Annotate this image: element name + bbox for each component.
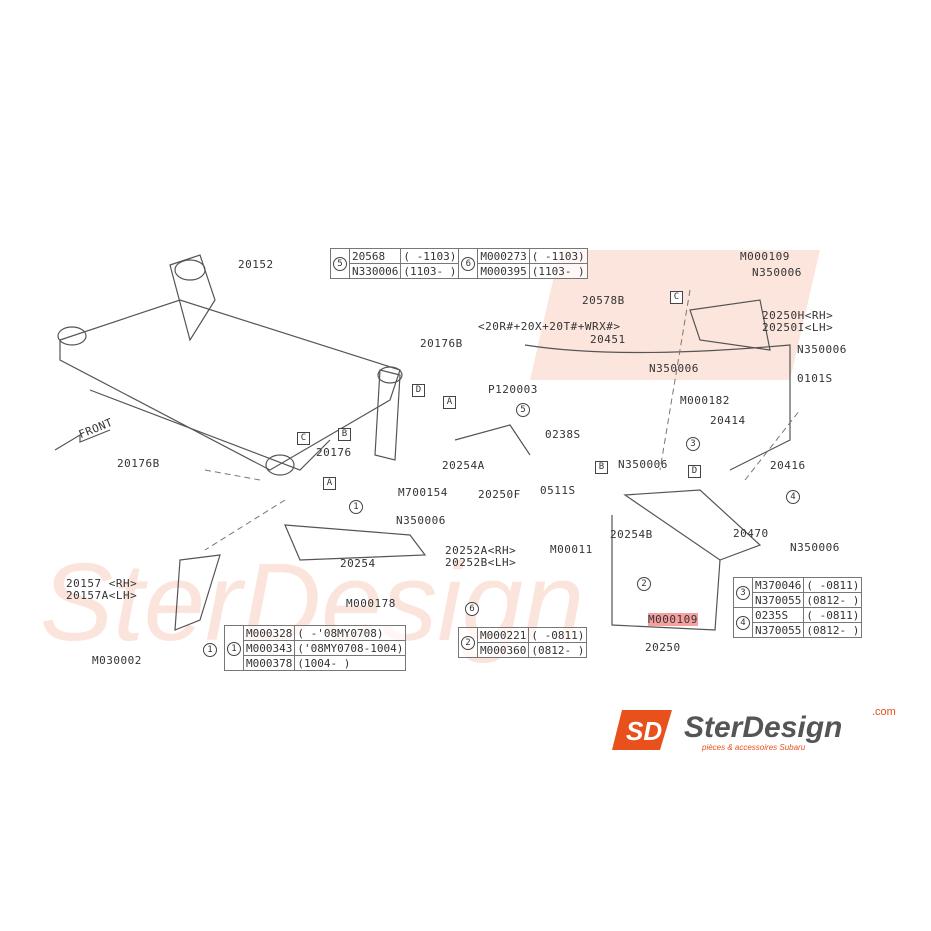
part-label: M000182 xyxy=(680,394,730,407)
table-cell: M000343 xyxy=(242,640,296,656)
table-cell: M000273 xyxy=(477,248,530,264)
callout-number-circle: 5 xyxy=(516,403,530,417)
table-cell: (0812- ) xyxy=(528,642,588,658)
table-cell: ( -0811) xyxy=(803,607,863,623)
part-label: 20176 xyxy=(316,446,352,459)
connector-letter-box: C xyxy=(670,291,683,304)
part-label: 20470 xyxy=(733,527,769,540)
part-label: 20254A xyxy=(442,459,485,472)
part-label: 20252B<LH> xyxy=(445,556,517,569)
svg-text:SterDesign: SterDesign xyxy=(684,711,842,744)
subframe-drawing xyxy=(54,254,791,631)
table-cell: N370055 xyxy=(751,592,805,608)
table-cell: M370046 xyxy=(751,577,805,593)
part-label: <20R#+20X+20T#+WRX#> xyxy=(478,320,621,333)
connector-letter-box: A xyxy=(323,477,336,490)
part-label: 20254 xyxy=(340,557,376,570)
table-cell: 4 xyxy=(733,607,753,638)
table-cell: (0812- ) xyxy=(803,592,863,608)
callout-number-circle: 3 xyxy=(686,437,700,451)
table-cell: 20568 xyxy=(348,248,402,264)
connector-letter-box: B xyxy=(595,461,608,474)
table-cell: ( -0811) xyxy=(528,627,588,643)
table-cell: 6 xyxy=(458,248,479,279)
part-label: N350006 xyxy=(396,514,446,527)
callout-number-circle: 1 xyxy=(203,643,217,657)
part-label: 20414 xyxy=(710,414,746,427)
part-label: 0238S xyxy=(545,428,581,441)
part-label: M00011 xyxy=(550,543,593,556)
part-label: 20176B xyxy=(117,457,160,470)
part-label: 20578B xyxy=(582,294,625,307)
connector-letter-box: B xyxy=(338,428,351,441)
connector-letter-box: A xyxy=(443,396,456,409)
front-arrow xyxy=(54,429,111,451)
part-label: M000178 xyxy=(346,597,396,610)
part-label: M000109 xyxy=(648,613,698,626)
table-cell: 2 xyxy=(458,627,478,658)
table-cell: N330006 xyxy=(348,263,402,279)
connector-letter-box: D xyxy=(412,384,425,397)
table-cell: 0235S xyxy=(751,607,805,623)
part-label: M700154 xyxy=(398,486,448,499)
part-label: M000109 xyxy=(740,250,790,263)
callout-number-circle: 2 xyxy=(637,577,651,591)
table-cell: M000395 xyxy=(477,263,530,279)
part-label: 20416 xyxy=(770,459,806,472)
table-cell: ( -0811) xyxy=(803,577,863,593)
callout-number-circle: 6 xyxy=(465,602,479,616)
table-cell: 5 xyxy=(330,248,350,279)
table-cell: (1004- ) xyxy=(294,655,407,671)
svg-text:.com: .com xyxy=(872,706,896,718)
part-label: N350006 xyxy=(797,343,847,356)
part-label: N350006 xyxy=(618,458,668,471)
part-label: M030002 xyxy=(92,654,142,667)
table-cell: N370055 xyxy=(751,622,805,638)
table-cell: M000360 xyxy=(476,642,530,658)
svg-text:pièces & accessoires Subaru: pièces & accessoires Subaru xyxy=(701,743,806,752)
sterdesign-logo: SD SterDesign .com pièces & accessoires … xyxy=(612,706,896,752)
table-cell: (0812- ) xyxy=(803,622,863,638)
table-cell: ( -1103) xyxy=(400,248,460,264)
part-label: 20157A<LH> xyxy=(66,589,138,602)
part-label: 20254B xyxy=(610,528,653,541)
part-label: 0511S xyxy=(540,484,576,497)
table-cell: ( -'08MY0708) xyxy=(294,625,407,641)
part-label: P120003 xyxy=(488,383,538,396)
part-label: N350006 xyxy=(752,266,802,279)
table-cell: M000328 xyxy=(242,625,296,641)
table-cell: M000378 xyxy=(242,655,296,671)
callout-number-circle: 4 xyxy=(786,490,800,504)
callout-number-circle: 1 xyxy=(349,500,363,514)
table-cell: (1103- ) xyxy=(528,263,588,279)
part-label: 0101S xyxy=(797,372,833,385)
part-label: 20152 xyxy=(238,258,274,271)
part-label: 20252A<RH> xyxy=(445,544,517,557)
part-label: N350006 xyxy=(790,541,840,554)
connector-letter-box: D xyxy=(688,465,701,478)
part-label: 20176B xyxy=(420,337,463,350)
table-cell: (1103- ) xyxy=(400,263,460,279)
table-cell: 3 xyxy=(733,577,753,608)
table-cell: ('08MY0708-1004) xyxy=(294,640,407,656)
part-label: 20451 xyxy=(590,333,626,346)
table-cell: M000221 xyxy=(476,627,530,643)
table-cell: ( -1103) xyxy=(528,248,588,264)
part-label: N350006 xyxy=(649,362,699,375)
part-label: 20250I<LH> xyxy=(762,321,834,334)
svg-text:SD: SD xyxy=(626,716,662,746)
part-label: 20250F xyxy=(478,488,521,501)
part-label: 20157 <RH> xyxy=(66,577,138,590)
connector-letter-box: C xyxy=(297,432,310,445)
table-cell: 1 xyxy=(224,625,244,671)
part-label: 20250 xyxy=(645,641,681,654)
part-label: 20250H<RH> xyxy=(762,309,834,322)
